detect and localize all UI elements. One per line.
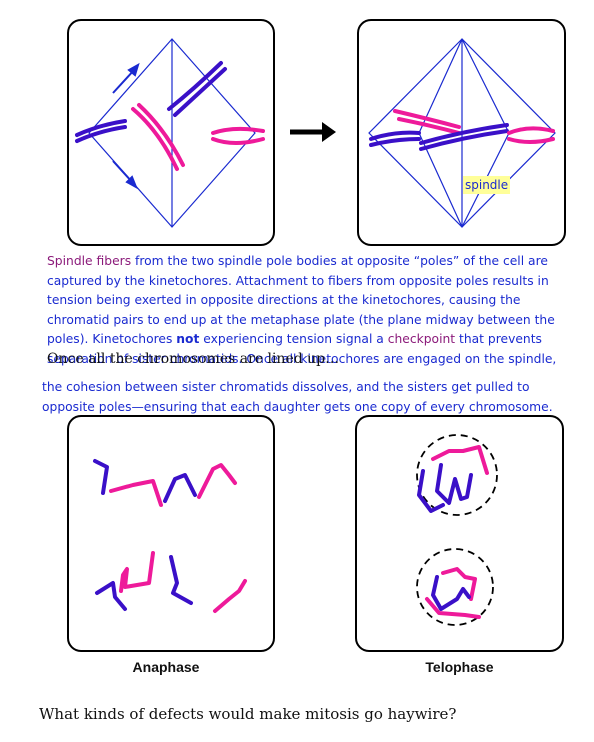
prometaphase-illustration [75,38,265,228]
anaphase-illustration [93,459,247,613]
panel-telophase [355,415,564,652]
panel-prometaphase [67,19,275,246]
aligned-chromosomes [369,109,555,151]
discussion-question: What kinds of defects would make mitosis… [39,705,457,723]
paragraph-line: chromatid pairs to end up at the metapha… [47,311,556,331]
paragraph-line: captured by the kinetochores. Attachment… [47,272,556,292]
checkpoint-term: checkpoint [387,332,456,346]
chromosomes [75,61,265,171]
telophase-illustration [416,434,498,626]
explanation-paragraph: Spindle fibers from the two spindle pole… [47,252,556,369]
paragraph-line: tension being exerted in opposite direct… [47,291,556,311]
line-text: poles). Kinetochores [47,332,177,346]
spindle-fibers-term: Spindle fibers [47,254,132,268]
paragraph-line: separation of sister chromatids. Once al… [47,350,556,370]
not-emphasis: not [176,332,200,346]
line-text: separation of sister chromatids. Once al… [47,351,557,366]
paragraph-line: poles). Kinetochores not experiencing te… [47,330,556,350]
line-text: experiencing tension signal a [199,332,388,346]
paragraph-line: the cohesion between sister chromatids d… [42,380,530,394]
separating-chromatids [93,459,247,613]
line-text: tension being exerted in opposite direct… [47,293,521,307]
paragraph-line: Spindle fibers from the two spindle pole… [47,252,556,272]
line-text: from the two spindle pole bodies at oppo… [131,254,548,268]
chromosomes [417,445,489,619]
separation-paragraph: the cohesion between sister chromatids d… [42,378,553,417]
line-text: chromatid pairs to end up at the metapha… [47,312,555,327]
lined-up-text: Once all the chromosomes are lined up… [47,351,340,367]
spindle-fibers [88,38,256,228]
line-text: captured by the kinetochores. Attachment… [47,273,549,288]
daughter-nuclei [416,434,498,626]
metaphase-illustration [368,38,556,228]
paragraph-line: opposite poles—ensuring that each daught… [42,399,553,414]
movement-arrows-icon [112,62,140,190]
line-text: that prevents [455,332,542,346]
telophase-caption: Telophase [425,659,494,675]
right-arrow-icon [290,122,336,142]
panel-anaphase [67,415,275,652]
spindle-label: spindle [463,176,511,194]
panel-metaphase [357,19,566,246]
anaphase-caption: Anaphase [132,659,200,675]
